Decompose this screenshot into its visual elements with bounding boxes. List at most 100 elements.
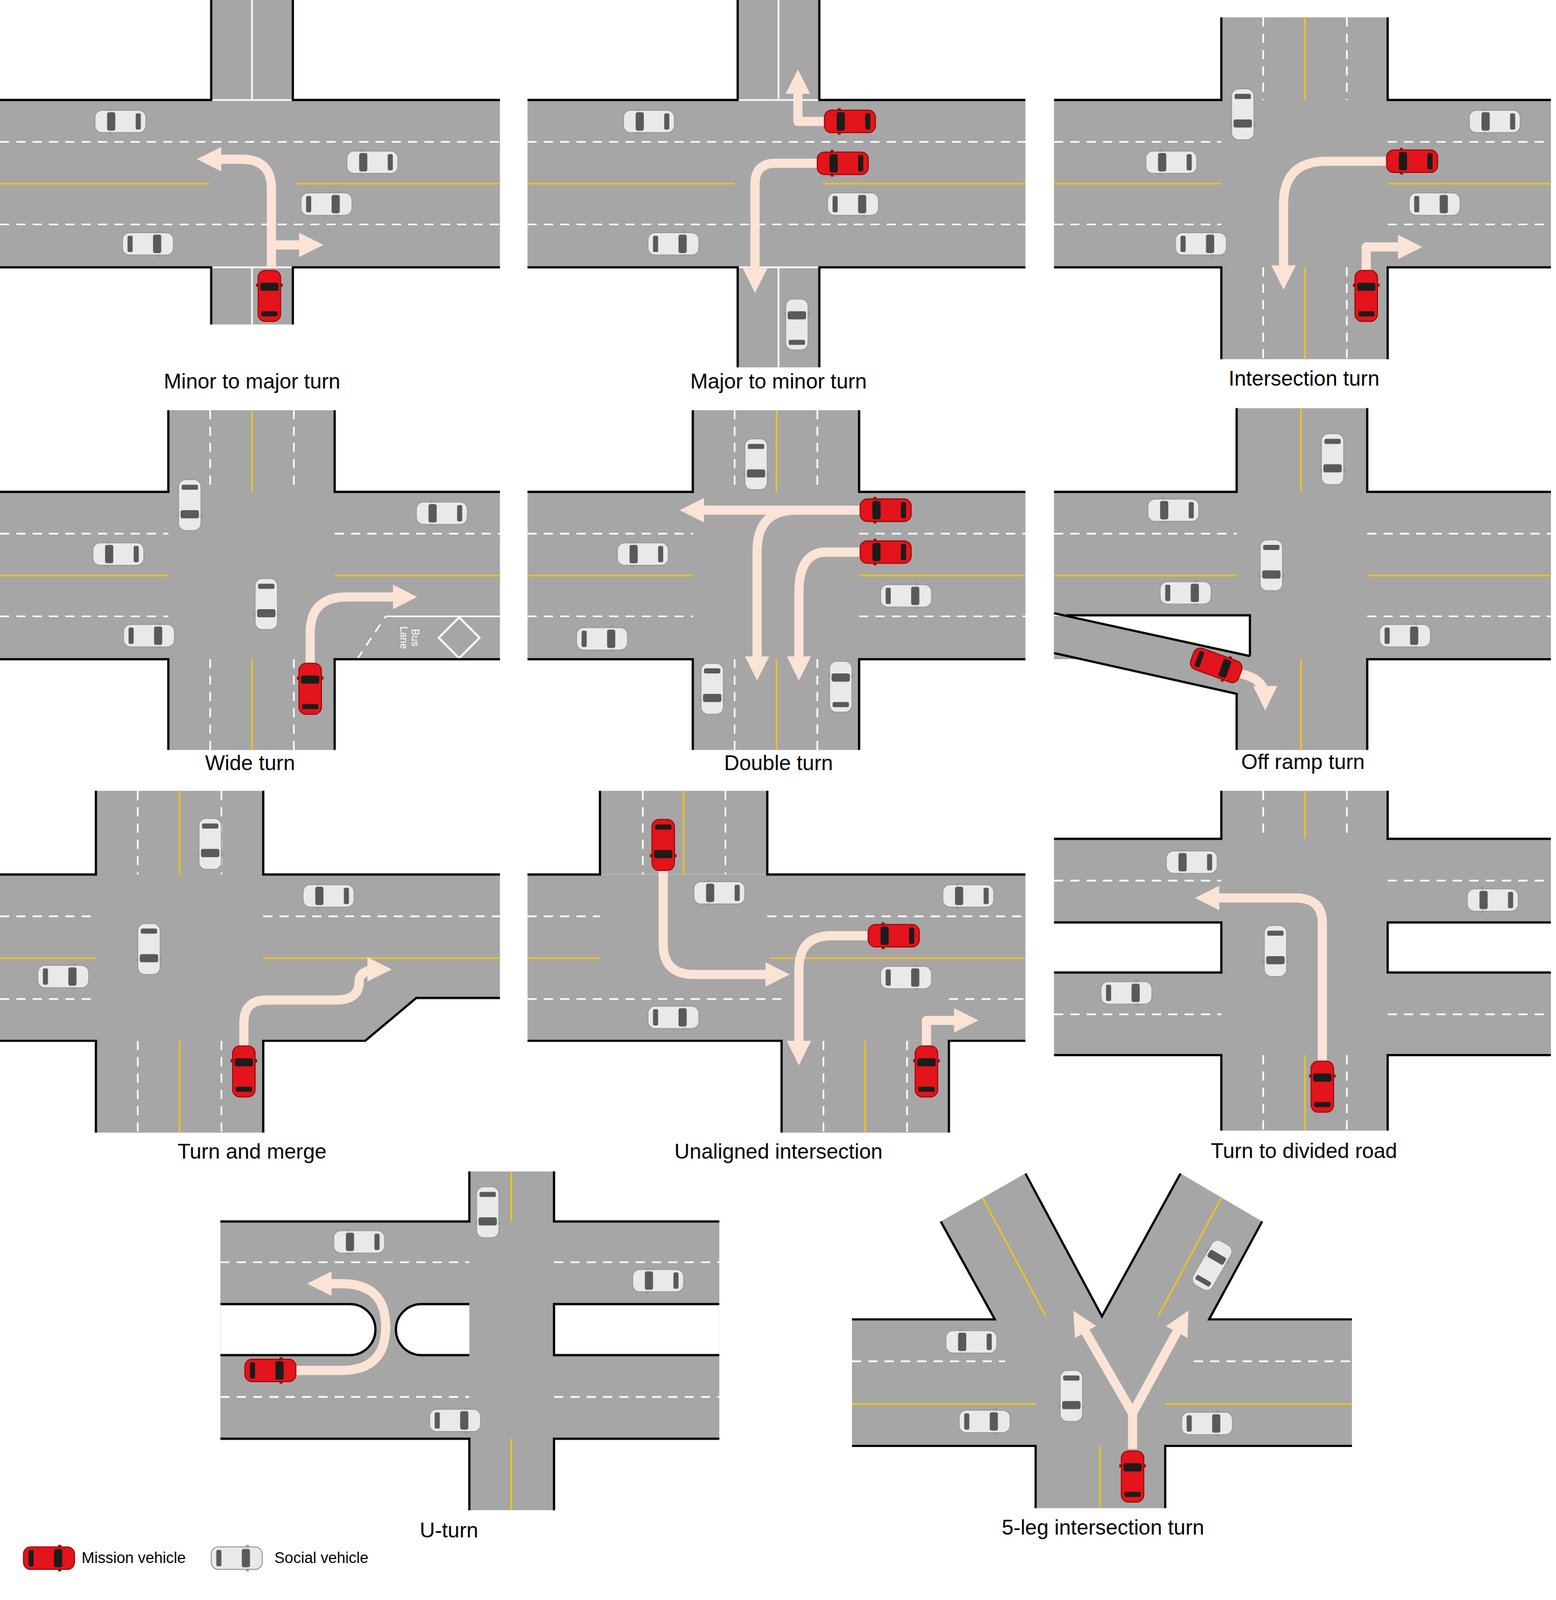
car-rear-window [900,502,906,519]
car-windshield [460,1410,469,1430]
car-body [1409,192,1461,215]
car-windshield [1313,1073,1332,1082]
car-rear-window [258,583,275,589]
car-body [199,818,222,870]
lane-dash [1346,267,1348,359]
center-line [1387,182,1551,185]
path-arrow [1132,1321,1183,1413]
car-rear-window [900,543,906,561]
curb-line [334,659,500,751]
car-windshield [880,926,889,945]
car-body [1147,498,1199,521]
center-line [251,410,254,492]
car-mirror [913,1058,916,1062]
panel-caption: Major to minor turn [690,369,868,394]
lane-dash [1367,532,1551,535]
panel-caption: Turn and merge [177,1139,327,1164]
car-mirror [646,1290,649,1294]
car-windshield [1265,956,1285,964]
car-mirror [837,131,841,135]
car-mirror [1210,254,1214,258]
lane-dash [816,410,819,492]
car-windshield [858,195,867,214]
lane-dash [1053,141,1222,143]
car-body [1321,433,1344,485]
car-body [817,151,869,175]
center-line [527,574,694,577]
car-mirror [873,520,877,524]
car-body [958,1409,1011,1433]
car-rear-window [1062,1375,1080,1381]
car-mirror [296,676,300,680]
lane-dash [1053,223,1222,226]
car-rear-window [983,887,989,905]
path-arrow [756,510,796,669]
car-body [1145,151,1198,174]
curb-line [292,267,500,325]
road-surface [851,1319,1352,1446]
car-mirror [851,674,854,678]
curb-line [1209,1221,1352,1319]
social-vehicle [1257,539,1285,591]
lane-dash [733,410,736,492]
car-mirror [1443,214,1447,218]
car-body [232,1045,255,1098]
car-windshield [1062,1400,1081,1409]
center-line [251,659,254,751]
lane-dash [859,532,1026,535]
lane-dash [553,1396,720,1398]
center-line [859,574,1026,577]
lane-dash [209,410,211,492]
panel-caption: Wide turn [204,751,295,776]
path-arrow [1079,1321,1133,1449]
car-mirror [245,1544,249,1547]
car-windshield [234,1057,254,1066]
car-body [178,479,201,531]
path-arrow [797,81,827,122]
car-mirror [320,676,324,680]
lane-dash [859,615,1026,618]
car-mirror [636,131,640,135]
vehicle-layer [23,88,1521,1572]
lane-dash [527,615,694,618]
car-mirror [429,499,433,503]
car-rear-window [664,113,670,130]
car-rear-window [1508,891,1514,909]
center-line [178,790,181,875]
car-windshield [1160,501,1169,520]
curb-line [949,1040,1026,1133]
car-body [1310,1061,1334,1113]
car-mirror [958,1352,962,1355]
car-rear-window [963,1413,970,1430]
car-rear-window [305,195,312,213]
path-arrow [1206,897,1323,1062]
mission-vehicle [1352,270,1380,322]
social-vehicle [37,963,89,991]
curb-line [1367,408,1551,492]
social-vehicle [123,622,175,649]
car-mirror [1179,849,1183,852]
curb-line [0,1040,97,1133]
path-arrow [1239,673,1266,698]
car-windshield [428,503,437,523]
car-windshield [678,1007,687,1026]
lane-dash [1053,879,1222,882]
car-rear-window [1358,311,1375,317]
social-vehicle [647,1003,699,1031]
social-vehicle [474,1186,502,1238]
car-mirror [474,1221,477,1224]
car-windshield [1479,890,1488,909]
social-vehicle [1229,88,1257,140]
car-mirror [1281,574,1285,578]
lane-dash [0,615,169,618]
car-body [693,881,746,904]
car-body [429,1409,481,1432]
panel-caption: 5-leg intersection turn [1002,1515,1205,1540]
car-mirror [1333,1074,1336,1078]
car-mirror [766,473,769,477]
curb-line [1387,790,1551,839]
car-rear-window [909,927,915,945]
car-rear-window [1194,650,1205,668]
car-rear-window [832,195,838,213]
